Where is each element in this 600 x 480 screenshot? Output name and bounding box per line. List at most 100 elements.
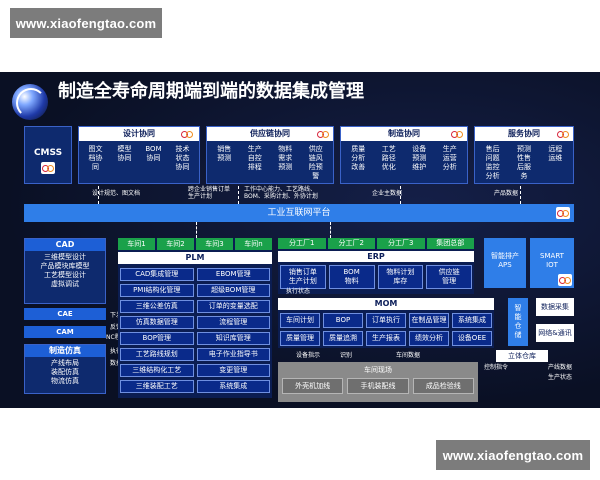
group-cell: 设备预测维护	[412, 145, 427, 171]
network-label: 网络&通讯	[538, 329, 572, 337]
cad-title: CAD	[25, 239, 105, 251]
cmss-label: CMSS	[33, 148, 63, 158]
iip-label: 工业互联网平台	[267, 208, 331, 218]
iot-label: SMART IOT	[540, 252, 564, 269]
group-cell: 工艺路径优化	[381, 145, 396, 171]
side-label: 执行	[110, 348, 123, 355]
flow-label-product: 产品数据	[494, 190, 519, 197]
side-label: 反馈	[110, 324, 123, 331]
plm-cell: 仿真数据管理	[120, 316, 194, 329]
mom-cell: 订单执行	[366, 313, 406, 328]
plm-cell: CAD集成管理	[120, 268, 194, 281]
brand-logo-icon	[41, 162, 55, 174]
plm-cell: 三维结构化工艺	[120, 364, 194, 377]
workshop-title: 车间现场	[364, 366, 392, 374]
network-box: 网络&通讯	[536, 324, 574, 342]
mom-cell: 绩效分析	[409, 331, 449, 346]
aps-box: 智能排产 APS	[484, 238, 526, 288]
data-collect-box: 数据采集	[536, 298, 574, 316]
sim-item: 装配仿真	[51, 368, 79, 376]
erp-status-label: 执行状态	[286, 288, 311, 295]
side-label: NC程序	[106, 334, 127, 341]
erp-tab: 分工厂1	[278, 238, 326, 249]
cad-box: CAD 三维模型设计 产品模块库模型 工艺模型设计 虚拟调试	[24, 238, 106, 304]
bottom-flow-label: 车间数据	[396, 352, 421, 359]
plm-cell: BOP管理	[120, 332, 194, 345]
plm-tab: 车间n	[235, 238, 272, 250]
connector-line	[238, 186, 239, 204]
workshop-cell: 外壳机加线	[282, 378, 344, 394]
cmss-box: CMSS	[24, 126, 72, 184]
sim-item: 物流仿真	[51, 377, 79, 385]
mom-cell: 生产报表	[366, 331, 406, 346]
mom-cell: 质量管理	[280, 331, 320, 346]
bottom-flow-label: 产线数据	[548, 364, 573, 371]
group-cell: 预测性售后服务	[516, 145, 531, 180]
title-bullet-icon	[12, 84, 48, 120]
brand-logo-icon	[558, 274, 572, 286]
manufacturing-collab-group: 制造协同 质量分析改善 工艺路径优化 设备预测维护 生产运营分析	[340, 126, 468, 184]
erp-title: ERP	[278, 251, 474, 262]
bottom-flow-label: 识别	[340, 352, 353, 359]
connector-line	[98, 186, 99, 204]
plm-cell: 流程管理	[196, 316, 270, 329]
plm-tab: 车间1	[118, 238, 155, 250]
plm-cell: 超级BOM管理	[196, 284, 270, 297]
group-cell: 模型协同	[117, 145, 132, 162]
group-cell: 售后问题监控分析	[485, 145, 500, 180]
mom-block: MOM 车间计划 BOP 订单执行 在制品管理 系统集成 质量管理 质量追溯 生…	[278, 298, 494, 348]
plm-cell: 知识库管理	[196, 332, 270, 345]
group-cell: 物料需求预测	[278, 145, 293, 171]
erp-tab: 分工厂3	[377, 238, 425, 249]
mom-title: MOM	[278, 298, 494, 310]
erp-tab: 分工厂2	[327, 238, 375, 249]
cae-box: CAE	[24, 308, 106, 320]
plm-tab: 车间3	[196, 238, 233, 250]
supply-collab-group: 供应链协同 销售预测 生产自控排程 物料需求预测 供应链风险预警	[206, 126, 334, 184]
smart-warehouse-label: 智能仓储	[514, 304, 522, 339]
mom-cell: 质量追溯	[323, 331, 363, 346]
mom-cell: BOP	[323, 313, 363, 328]
group-header: 服务协同	[475, 127, 573, 141]
cad-item: 虚拟调试	[51, 280, 79, 288]
cad-item: 产品模块库模型	[40, 262, 90, 270]
cad-item: 三维模型设计	[44, 253, 86, 261]
bottom-flow-label: 设备指示	[296, 352, 321, 359]
cam-label: CAM	[56, 328, 74, 336]
brand-logo-icon	[556, 128, 570, 140]
brand-logo-icon	[316, 128, 330, 140]
connector-line	[196, 222, 197, 238]
brand-logo-icon	[556, 207, 570, 219]
erp-cell: 销售订单 生产计划	[280, 265, 326, 289]
sim-title: 制造仿真	[25, 345, 105, 357]
mom-cell: 在制品管理	[409, 313, 449, 328]
simulation-box: 制造仿真 产线布局 装配仿真 物流仿真	[24, 344, 106, 394]
watermark-bottom: www.xiaofengtao.com	[436, 440, 590, 470]
group-cell: BOM协同	[145, 145, 162, 162]
group-header: 设计协同	[79, 127, 199, 141]
plm-cell: 三维公差仿真	[120, 300, 194, 313]
plm-tab: 车间2	[157, 238, 194, 250]
smart-warehouse-box: 智能仓储	[508, 298, 528, 346]
data-collect-label: 数据采集	[541, 303, 569, 311]
erp-cell: BOM 物料	[328, 265, 375, 289]
workshop-cell: 成品检验线	[412, 378, 474, 394]
industrial-internet-platform: 工业互联网平台	[24, 204, 574, 222]
plm-cell: PMI结构化管理	[120, 284, 194, 297]
mom-cell: 设备OEE	[452, 331, 492, 346]
cae-label: CAE	[57, 310, 73, 318]
erp-tab: 集团总部	[426, 238, 474, 249]
mom-cell: 系统集成	[452, 313, 492, 328]
erp-cell: 供应链 管理	[426, 265, 472, 289]
sim-item: 产线布局	[51, 359, 79, 367]
connector-line	[520, 186, 521, 204]
group-cell: 远程运维	[548, 145, 563, 162]
plm-cell: 系统集成	[196, 380, 270, 393]
erp-block: 分工厂1 分工厂2 分工厂3 集团总部 ERP 销售订单 生产计划 BOM 物料…	[278, 238, 474, 294]
plm-cell: 变更管理	[196, 364, 270, 377]
stereo-warehouse-label: 立体仓库	[508, 352, 536, 360]
plm-cell: 电子作业指导书	[196, 348, 270, 361]
group-cell: 质量分析改善	[351, 145, 366, 171]
plm-cell: 三维装配工艺	[120, 380, 194, 393]
group-cell: 图文档协同	[88, 145, 103, 171]
